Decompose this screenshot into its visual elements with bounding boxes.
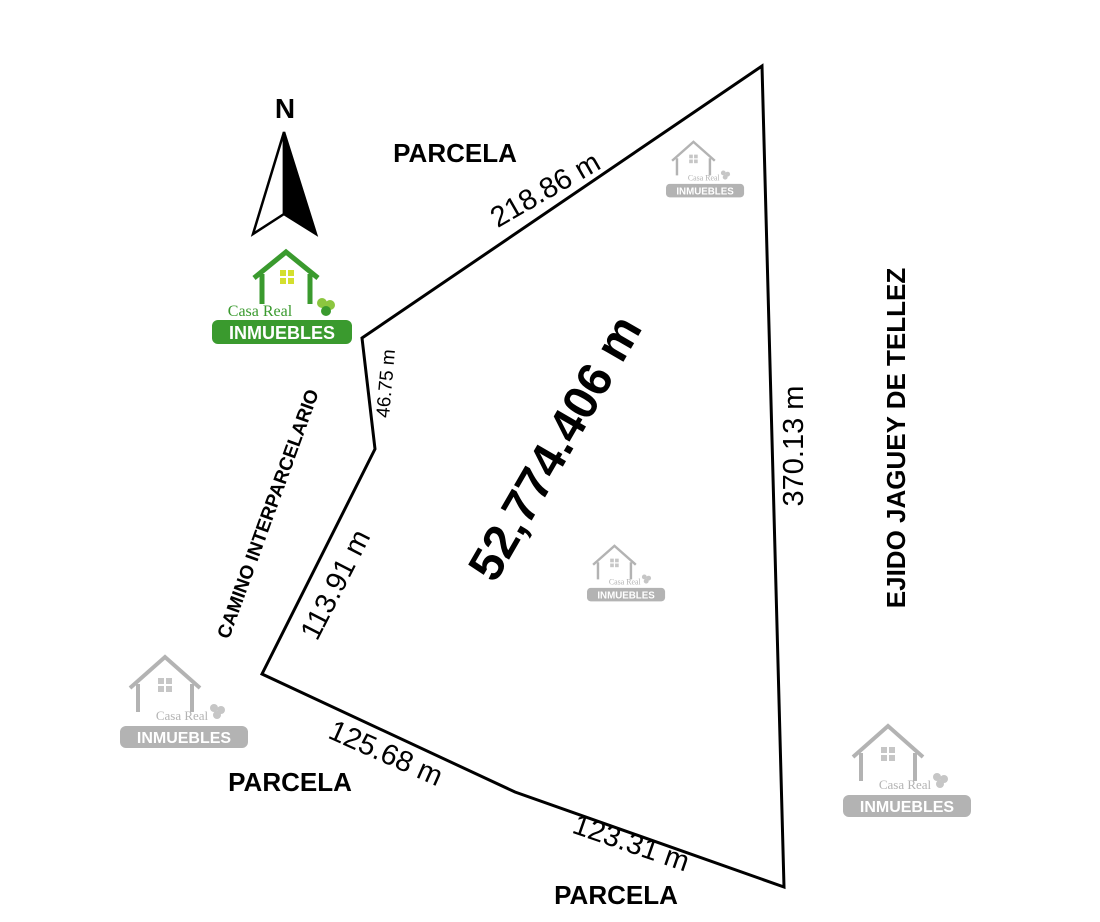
neighbor-bottom-label: PARCELA [554, 880, 678, 910]
watermark-logo: Casa Real INMUEBLES [664, 140, 746, 199]
window-icon [280, 270, 294, 284]
watermark-logo-band: INMUEBLES [676, 186, 734, 197]
neighbor-top-label: PARCELA [393, 138, 517, 168]
logo-band [212, 320, 352, 344]
neighbor-right-label: EJIDO JAGUEY DE TELLEZ [881, 268, 911, 609]
clover-icon [317, 298, 335, 316]
watermark-logo: Casa Real INMUEBLES [585, 544, 667, 603]
road-label: CAMINO INTERPARCELARIO [214, 387, 324, 642]
watermark-logo-name: Casa Real [609, 577, 642, 586]
logo-band-label: INMUEBLES [229, 323, 335, 343]
company-logo: Casa Real INMUEBLES [212, 248, 352, 344]
lot-boundary [259, 63, 786, 890]
neighbor-bottom-left-label: PARCELA [228, 767, 352, 797]
north-arrow-icon [250, 131, 319, 237]
house-roof-icon [252, 248, 320, 280]
watermark-logo-band: INMUEBLES [597, 590, 655, 601]
watermark-logo-name: Casa Real [688, 173, 721, 182]
watermark-logo-band: INMUEBLES [860, 799, 955, 816]
logo-name: Casa Real [228, 303, 293, 320]
area-label: 52,774.406 m [459, 307, 653, 590]
side-south-label: 123.31 m [569, 809, 694, 879]
watermark-logo-band: INMUEBLES [137, 730, 232, 747]
watermark-logo-name: Casa Real [879, 777, 932, 792]
side-northwest-label: 46.75 m [373, 348, 400, 418]
north-label: N [275, 93, 295, 124]
watermark-logo-name: Casa Real [156, 708, 209, 723]
watermark-logo: Casa Real INMUEBLES [841, 724, 973, 819]
watermark-logo: Casa Real INMUEBLES [118, 655, 250, 750]
side-east-label: 370.13 m [778, 386, 810, 507]
